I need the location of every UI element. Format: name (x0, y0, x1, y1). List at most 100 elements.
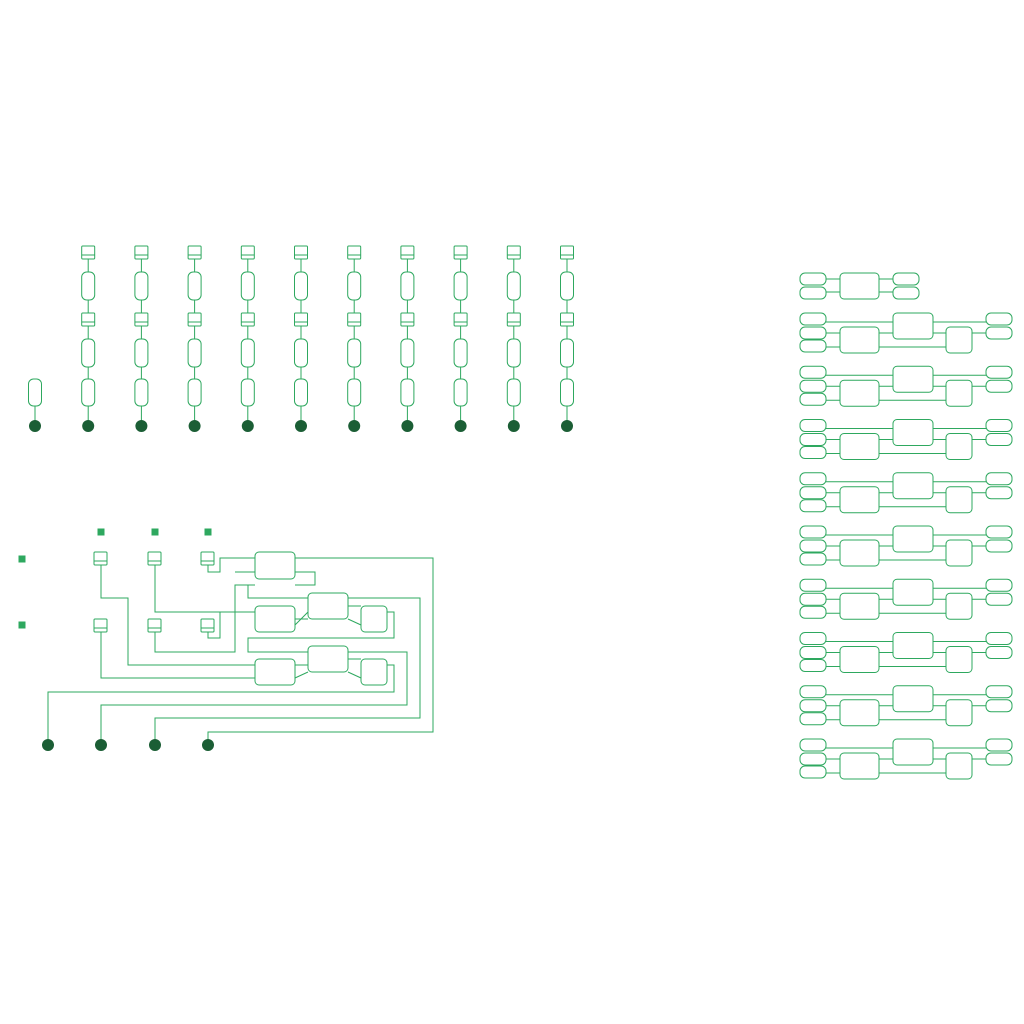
input-square (97, 528, 105, 536)
circuit-wire (294, 606, 309, 626)
logic-block (945, 379, 973, 407)
register-block (799, 552, 827, 566)
cell-block (134, 378, 149, 407)
logic-block (839, 592, 880, 620)
latch-block (347, 245, 362, 260)
circuit-wire (100, 632, 255, 679)
cell-block (506, 378, 521, 407)
logic-block (839, 272, 880, 300)
logic-block (945, 699, 973, 727)
output-pin (82, 420, 95, 432)
latch-block (81, 245, 96, 260)
register-block (985, 486, 1013, 500)
register-block (799, 326, 827, 340)
register-block (985, 752, 1013, 766)
output-pin (295, 420, 307, 432)
register-block (799, 419, 827, 432)
latch-block (294, 312, 308, 327)
register-block (799, 685, 827, 699)
cell-block (240, 271, 255, 301)
circuit-wire (154, 585, 421, 745)
register-block (799, 659, 827, 672)
circuit-wire (154, 584, 255, 653)
bottom-left-logic-circuit (18, 528, 434, 751)
cell-block (560, 378, 574, 407)
cell-block (294, 378, 308, 407)
register-block (799, 286, 827, 300)
register-block (985, 699, 1013, 713)
cell-block (294, 338, 308, 368)
circuit-wire (347, 671, 362, 679)
register-block (799, 592, 827, 606)
top-left-column-array (28, 245, 574, 432)
cell-block (28, 378, 42, 407)
register-block (799, 312, 827, 326)
register-block (985, 365, 1013, 379)
register-block (985, 646, 1013, 659)
latch-block (560, 245, 574, 260)
latch-block (400, 245, 415, 260)
cell-block (294, 271, 308, 301)
latch-block (240, 312, 255, 327)
logic-block (892, 738, 934, 766)
logic-block (839, 433, 880, 460)
register-block (799, 632, 827, 645)
register-block (985, 419, 1013, 432)
register-block (799, 272, 827, 286)
register-block (985, 326, 1013, 340)
cell-block (400, 378, 415, 407)
latch-block (81, 312, 96, 327)
logic-gate (254, 605, 296, 633)
register-block (799, 712, 827, 726)
cell-block (453, 271, 468, 301)
output-pin (401, 420, 414, 432)
register-block (799, 339, 827, 353)
output-pin (454, 420, 467, 432)
output-pin (42, 739, 54, 751)
output-pin (95, 739, 107, 751)
cell-block (506, 338, 521, 368)
output-pin (507, 420, 520, 432)
output-pin (561, 420, 573, 432)
logic-block (892, 365, 934, 393)
latch-block (147, 618, 162, 633)
latch-block (200, 618, 215, 633)
latch-block (93, 551, 108, 566)
output-pin (202, 739, 214, 751)
circuit-wire (154, 565, 255, 613)
logic-block (945, 433, 973, 460)
register-block (799, 379, 827, 393)
logic-block (945, 326, 973, 354)
latch-block (200, 551, 215, 566)
logic-block (839, 646, 880, 673)
latch-block (400, 312, 415, 327)
latch-block (147, 551, 162, 566)
logic-block (892, 419, 934, 446)
output-pin (241, 420, 254, 432)
register-block (985, 433, 1013, 446)
logic-gate (254, 551, 296, 580)
logic-block (945, 752, 973, 780)
input-square (151, 528, 159, 536)
cell-block (187, 338, 202, 368)
cell-block (81, 338, 96, 368)
output-pin (188, 420, 201, 432)
register-block (985, 472, 1013, 486)
register-block (799, 365, 827, 379)
logic-gate (254, 658, 296, 686)
latch-block (134, 312, 149, 327)
register-block (799, 578, 827, 592)
output-pin (149, 739, 161, 751)
logic-block (945, 486, 973, 514)
register-block (892, 286, 920, 300)
register-block (985, 632, 1013, 645)
circuit-wire (100, 565, 255, 666)
register-block (799, 472, 827, 486)
register-block (985, 592, 1013, 606)
latch-block (347, 312, 362, 327)
latch-block (240, 245, 255, 260)
register-block (799, 446, 827, 459)
circuit-wire (294, 671, 309, 679)
register-block (985, 738, 1013, 752)
